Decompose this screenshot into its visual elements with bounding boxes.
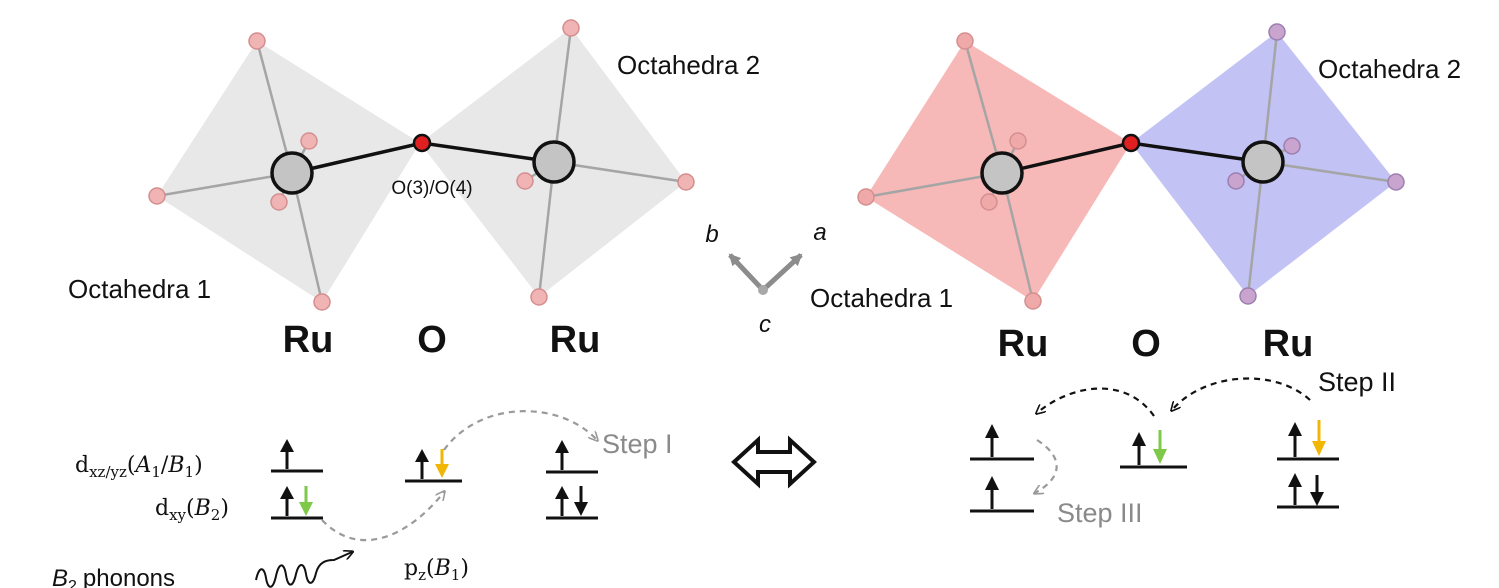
oxygen-atom [530, 288, 548, 306]
up-arrow-icon [555, 440, 569, 470]
up-arrow-icon [1132, 432, 1146, 465]
dashed-transfer-arrow [1172, 377, 1311, 410]
oxygen-atom [1227, 172, 1245, 190]
down-arrow-icon [299, 486, 313, 516]
oxygen-atom [270, 193, 288, 211]
oxygen-atom [300, 132, 318, 150]
right-octahedra-1-label: Octahedra 1 [810, 283, 953, 313]
bridge-oxygen-atom [412, 133, 432, 153]
oxygen-atom [956, 32, 974, 50]
oxygen-atom [562, 19, 580, 37]
orbital-label-dxy: dxy(B2) [155, 496, 229, 524]
left-structure: O(3)/O(4) Octahedra 2 Octahedra 1 Ru O R… [68, 19, 760, 361]
orbital-label-pz: pz(B1) [404, 556, 469, 584]
step-1-label: Step I [602, 429, 673, 459]
left-o-label: O [417, 319, 447, 361]
oxygen-atom [857, 188, 875, 206]
oxygen-atom [1387, 173, 1405, 191]
down-arrow-icon [574, 486, 588, 516]
oxygen-atom [1024, 292, 1042, 310]
orbital-label-dxz-yz: dxz/yz(A1/B1) [75, 453, 203, 481]
right-octahedra-2-label: Octahedra 2 [1318, 54, 1461, 84]
dashed-transfer-arrow [1037, 387, 1155, 417]
oxygen-atom [980, 193, 998, 211]
wavy-arrow-icon [255, 552, 352, 588]
double-headed-arrow-icon [731, 435, 817, 489]
ruthenium-atom [1241, 140, 1285, 184]
dashed-transfer-arrow [443, 410, 597, 451]
down-arrow-icon [1312, 420, 1326, 456]
oxygen-atom [313, 293, 331, 311]
up-arrow-icon [1288, 473, 1302, 505]
up-arrow-icon [1288, 422, 1302, 457]
oxygen-atom [1009, 132, 1027, 150]
axis-c-label: c [759, 311, 771, 338]
ruthenium-atom [980, 151, 1024, 195]
down-arrow-icon [1310, 475, 1324, 506]
up-arrow-icon [555, 486, 569, 516]
ruthenium-atom [532, 140, 576, 184]
right-ru-label-2: Ru [1263, 323, 1314, 365]
dashed-transfer-arrow [1035, 439, 1058, 493]
up-arrow-icon [985, 424, 999, 457]
oxygen-atom [677, 173, 695, 191]
axis-b-label: b [705, 221, 718, 248]
left-octahedra-2-label: Octahedra 2 [617, 50, 760, 80]
up-arrow-icon [985, 476, 999, 509]
left-ru-label-1: Ru [283, 319, 334, 361]
down-arrow-icon [1153, 430, 1167, 464]
bridge-oxygen-atom [1121, 133, 1141, 153]
up-arrow-icon [415, 449, 429, 479]
left-octahedra-1-label: Octahedra 1 [68, 274, 211, 304]
left-ru-label-2: Ru [550, 319, 601, 361]
oxygen-atom [516, 172, 534, 190]
crystal-axes: b a c [705, 219, 826, 338]
oxygen-atom [1239, 287, 1257, 305]
up-arrow-icon [280, 439, 294, 469]
down-arrow-icon [435, 449, 449, 478]
step-3-label: Step III [1057, 498, 1143, 528]
oxygen-atom [148, 187, 166, 205]
bridge-oxygen-label: O(3)/O(4) [391, 178, 472, 199]
step-2-label: Step II [1318, 367, 1396, 397]
axis-a-label: a [813, 219, 826, 246]
ruthenium-atom [270, 151, 314, 195]
oxygen-atom [1268, 23, 1286, 41]
oxygen-atom [248, 32, 266, 50]
right-ru-label-1: Ru [998, 323, 1049, 365]
oxygen-atom [1283, 137, 1301, 155]
right-structure: Octahedra 2 Octahedra 1 Ru O Ru [810, 23, 1461, 365]
up-arrow-icon [280, 486, 294, 516]
right-energy-diagram: Step II Step III [970, 367, 1396, 528]
dashed-transfer-arrow [321, 492, 444, 542]
right-o-label: O [1131, 323, 1161, 365]
